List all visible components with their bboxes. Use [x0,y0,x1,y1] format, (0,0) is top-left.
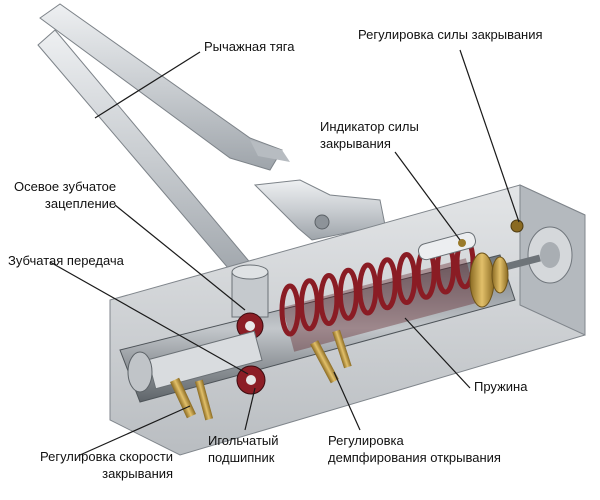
arm-bracket [253,179,386,241]
gear-pinion [231,264,269,340]
end-cap [527,226,573,284]
spring-coil-turn [337,267,359,321]
leader-lines [49,49,520,456]
gear-rack [236,365,266,395]
label-closing-force-adjust: Регулировка силы закрывания [358,27,543,42]
spring-coil-turn [396,252,418,305]
spring-coil-turn [298,278,320,332]
spring-coil-turn [357,262,379,316]
piston-head [469,252,509,308]
left-piston [127,330,263,393]
leader-closing-force [459,49,520,223]
spring-coil-turn [376,257,398,311]
label-axial-gear: Осевое зубчатое зацепление [14,179,117,211]
leader-speed [79,405,191,456]
damping-valve [310,329,352,384]
label-closing-force-indicator: Индикатор силы закрывания [320,119,419,151]
label-closing-speed-adjust: Регулировка скорости закрывания [40,449,174,481]
label-spring: Пружина [474,379,528,394]
label-opening-damping-adjust: Регулировка демпфирования открывания [328,433,501,465]
leader-indicator [394,151,461,241]
leader-spring [404,317,471,389]
spring-coil-turn [318,273,340,326]
label-lever-arm: Рычажная тяга [204,39,295,54]
label-needle-bearing: Игольчатый подшипник [208,433,279,465]
leader-lever-arm [94,51,201,119]
leader-bearing [244,387,256,431]
leader-axial-gear [114,204,246,311]
force-adjust-screw [510,219,524,233]
leader-damping [333,371,361,431]
speed-valve [170,377,214,421]
lever-arm [39,3,290,171]
leader-gear-transmission [49,261,249,375]
spring-coil-turn [279,283,301,337]
spring-coil [279,236,478,352]
label-gear-transmission: Зубчатая передача [8,253,124,268]
force-indicator-window [417,231,477,261]
